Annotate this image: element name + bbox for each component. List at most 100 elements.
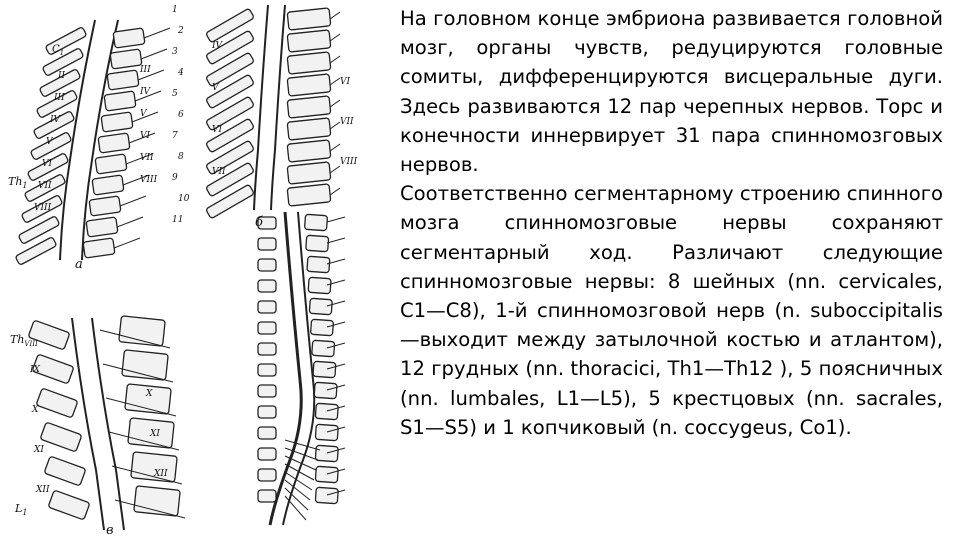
vertebra-body xyxy=(286,29,332,53)
rib xyxy=(32,354,74,384)
label-arabic-a: 5 xyxy=(172,89,178,99)
nerve-line xyxy=(102,363,174,383)
rib xyxy=(42,48,84,76)
vertebra-body xyxy=(305,234,330,253)
vertebra-body xyxy=(130,451,178,483)
vertebra-body xyxy=(313,381,338,400)
label-roman-c-right: X xyxy=(145,389,153,399)
nerve-line xyxy=(326,237,346,244)
label-arabic-a: 8 xyxy=(178,152,184,162)
cauda-nerve xyxy=(284,495,307,521)
cauda-nerve xyxy=(284,479,311,501)
label-roman-a-right: III xyxy=(139,65,151,75)
nerve-line xyxy=(329,55,341,64)
paragraph-2: Соответственно сегментарному строению сп… xyxy=(400,182,943,439)
nerve-line xyxy=(326,384,346,391)
vertebra-body xyxy=(286,139,332,163)
vertebra-body xyxy=(286,7,332,31)
rib xyxy=(206,74,254,109)
nerve-line xyxy=(131,111,159,123)
rib xyxy=(24,174,66,202)
vertebra-body xyxy=(100,111,134,133)
nerve-line xyxy=(122,174,150,186)
vertebra-arch xyxy=(257,321,277,335)
cauda-nerve xyxy=(284,447,319,461)
label-roman-a: VIII xyxy=(34,203,52,213)
vertebra-body xyxy=(314,444,339,463)
vertebra-body xyxy=(306,255,331,274)
label-roman-b-right: VII xyxy=(340,117,354,127)
cauda-nerve xyxy=(284,487,309,511)
vertebra-body xyxy=(85,216,119,238)
rib xyxy=(48,490,90,520)
nerve-line xyxy=(326,300,346,307)
label-th-viii: ThVIII xyxy=(10,333,38,348)
vertebra-body xyxy=(103,90,137,112)
caption-v: в xyxy=(106,523,114,538)
nerve-line xyxy=(329,77,341,86)
label-roman-a: IV xyxy=(49,115,62,125)
vertebra-body xyxy=(312,360,337,379)
label-arabic-a: 3 xyxy=(172,47,178,57)
rib xyxy=(36,90,78,118)
label-l1: L1 xyxy=(14,502,27,517)
label-roman-b-right: VIII xyxy=(340,157,358,167)
label-th1: Th1 xyxy=(8,175,28,190)
rib xyxy=(45,27,87,55)
label-arabic-a: 7 xyxy=(172,131,178,141)
vertebra-body xyxy=(314,423,339,442)
vertebra-arch xyxy=(257,384,277,398)
vertebra-body xyxy=(286,73,332,97)
rib xyxy=(28,320,70,350)
label-roman-a: VI xyxy=(42,159,52,169)
rib xyxy=(206,8,254,43)
paragraph-1: На головном конце эмбриона развивается г… xyxy=(400,7,943,177)
label-roman-c-right: XII xyxy=(153,469,168,479)
label-roman-a: V xyxy=(46,137,54,147)
label-roman-b-left: VI xyxy=(212,125,222,135)
nerve-line xyxy=(99,329,171,349)
label-roman-c-left: XII xyxy=(35,485,50,495)
label-arabic-a: 11 xyxy=(172,215,183,225)
label-roman-a-right: V xyxy=(140,109,148,119)
nerve-line xyxy=(128,132,156,144)
label-arabic-a: 10 xyxy=(178,194,190,204)
vertebra-body xyxy=(91,174,125,196)
nerve-line xyxy=(329,33,341,42)
cauda-nerve xyxy=(284,455,317,471)
vertebra-body xyxy=(127,417,175,449)
vertebra-body xyxy=(314,486,339,505)
vertebra-body xyxy=(286,183,332,207)
nerve-line xyxy=(326,321,346,328)
vertebra-body xyxy=(82,237,116,259)
nerve-line xyxy=(326,342,346,349)
vertebra-body xyxy=(121,349,169,381)
nerve-line xyxy=(329,121,341,130)
rib xyxy=(206,96,254,131)
main-text: На головном конце эмбриона развивается г… xyxy=(400,4,943,442)
cauda-nerve xyxy=(284,471,313,491)
vertebra-body xyxy=(308,297,333,316)
label-roman-c-left: XI xyxy=(33,445,44,455)
label-arabic-a: 1 xyxy=(172,5,178,15)
nerve-line xyxy=(326,468,346,475)
label-roman-a: II xyxy=(57,71,66,81)
vertebra-body xyxy=(124,383,172,415)
vertebra-body xyxy=(286,161,332,185)
vertebra-arch xyxy=(257,237,277,251)
label-roman-a-right: IV xyxy=(139,87,152,97)
label-roman-a: III xyxy=(53,93,65,103)
nerve-line xyxy=(114,499,186,519)
vertebra-body xyxy=(311,339,336,358)
rib xyxy=(27,153,69,181)
vertebra-arch xyxy=(257,447,277,461)
vertebra-arch xyxy=(257,216,277,230)
rib xyxy=(206,118,254,153)
label-arabic-a: 2 xyxy=(177,26,184,36)
rib xyxy=(40,422,82,452)
vertebra-arch xyxy=(257,300,277,314)
spine-drawing: а б в Th1 ThVIII L1 C1 IIIIIIVVVIVIIVIII… xyxy=(8,4,358,538)
vertebra-body xyxy=(109,48,143,70)
caption-a: а xyxy=(75,257,83,272)
nerve-line xyxy=(326,279,346,286)
